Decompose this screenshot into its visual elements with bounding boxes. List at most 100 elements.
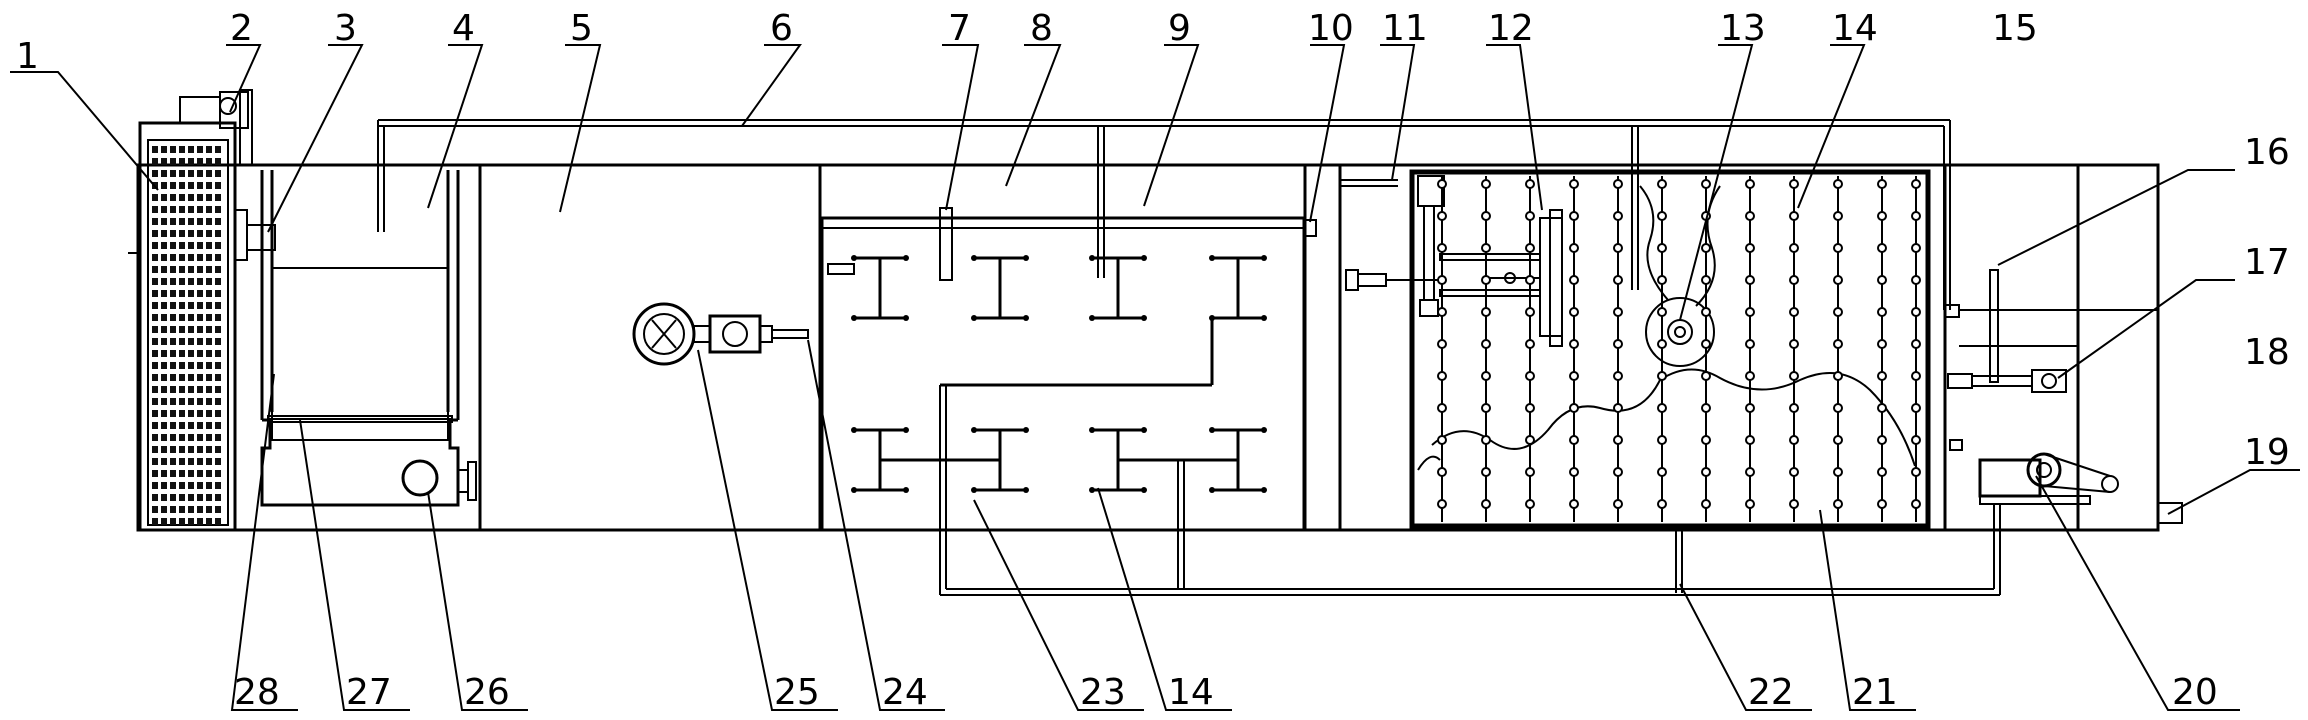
grille-cell <box>152 362 158 369</box>
grille-cell <box>170 350 176 357</box>
grille-cell <box>161 158 167 165</box>
membrane-bead <box>1745 435 1755 445</box>
aerator-nozzle <box>903 487 909 493</box>
grille-cell <box>161 374 167 381</box>
membrane-bead <box>1657 435 1667 445</box>
grille-cell <box>188 326 194 333</box>
membrane-bead <box>1745 179 1755 189</box>
grille-cell <box>179 206 185 213</box>
grille-cell <box>161 194 167 201</box>
aerator-nozzle <box>971 427 977 433</box>
grille-cell <box>170 170 176 177</box>
grille-cell <box>179 278 185 285</box>
membrane-bead <box>1437 339 1447 349</box>
grille-cell <box>215 350 221 357</box>
aerator-nozzle <box>971 255 977 261</box>
membrane-bead <box>1569 371 1579 381</box>
grille-cell <box>152 278 158 285</box>
label-17: 17 <box>2244 242 2290 283</box>
label-2: 2 <box>230 8 253 49</box>
grille-cell <box>188 302 194 309</box>
grille-cell <box>188 182 194 189</box>
grille-cell <box>170 194 176 201</box>
grille-cell <box>215 290 221 297</box>
membrane-bead <box>1657 179 1667 189</box>
grille-cell <box>188 446 194 453</box>
grille-cell <box>215 254 221 261</box>
membrane-bead <box>1525 179 1535 189</box>
grille-cell <box>179 458 185 465</box>
aerator-nozzle <box>1209 487 1215 493</box>
grille-cell <box>206 458 212 465</box>
grille-cell <box>215 326 221 333</box>
grille-cell <box>170 302 176 309</box>
grille-cell <box>197 494 203 501</box>
grille-cell <box>152 410 158 417</box>
label-25: 25 <box>774 672 820 713</box>
membrane-bead <box>1745 467 1755 477</box>
grille-cell <box>170 434 176 441</box>
membrane-bead <box>1833 403 1843 413</box>
grille-cell <box>188 422 194 429</box>
membrane-bead <box>1877 275 1887 285</box>
membrane-bead <box>1481 179 1491 189</box>
membrane-bead <box>1911 211 1921 221</box>
grille-cell <box>197 182 203 189</box>
membrane-bead <box>1657 371 1667 381</box>
grille-cell <box>197 230 203 237</box>
membrane-bead <box>1833 307 1843 317</box>
grille-cell <box>170 146 176 153</box>
grille-cell <box>170 182 176 189</box>
aerator-nozzle <box>1089 427 1095 433</box>
aerator-nozzle <box>851 487 857 493</box>
grille-cell <box>206 146 212 153</box>
grille-cell <box>215 422 221 429</box>
membrane-bead <box>1745 403 1755 413</box>
label-8: 8 <box>1030 8 1053 49</box>
aerator-nozzle <box>903 315 909 321</box>
grille-cell <box>161 290 167 297</box>
membrane-bead <box>1569 211 1579 221</box>
grille-cell <box>152 434 158 441</box>
grille-cell <box>188 398 194 405</box>
membrane-bead <box>1789 339 1799 349</box>
membrane-bead <box>1481 307 1491 317</box>
grille-cell <box>179 230 185 237</box>
grille-cell <box>152 386 158 393</box>
membrane-bead <box>1789 275 1799 285</box>
grille-cell <box>161 422 167 429</box>
grille-cell <box>170 266 176 273</box>
aerator-nozzle <box>1261 427 1267 433</box>
membrane-bead <box>1613 435 1623 445</box>
membrane-bead <box>1569 499 1579 509</box>
grille-cell <box>161 314 167 321</box>
grille-cell <box>197 218 203 225</box>
grille-cell <box>161 362 167 369</box>
grille-cell <box>170 230 176 237</box>
membrane-bead <box>1789 403 1799 413</box>
membrane-bead <box>1833 435 1843 445</box>
grille-cell <box>161 398 167 405</box>
grille-cell <box>206 482 212 489</box>
label-7: 7 <box>948 8 971 49</box>
grille-cell <box>206 470 212 477</box>
grille-cell <box>179 158 185 165</box>
membrane-bead <box>1701 499 1711 509</box>
grille-cell <box>206 446 212 453</box>
grille-cell <box>206 518 212 525</box>
grille-cell <box>215 506 221 513</box>
membrane-bead <box>1613 467 1623 477</box>
grille-cell <box>152 326 158 333</box>
membrane-bead <box>1833 467 1843 477</box>
membrane-bead <box>1877 435 1887 445</box>
grille-cell <box>197 386 203 393</box>
grille-cell <box>206 266 212 273</box>
grille-cell <box>215 182 221 189</box>
grille-cell <box>161 266 167 273</box>
grille-cell <box>161 482 167 489</box>
aerator-nozzle <box>1023 255 1029 261</box>
grille-cell <box>206 254 212 261</box>
grille-cell <box>161 494 167 501</box>
label-14-top: 14 <box>1832 8 1878 49</box>
